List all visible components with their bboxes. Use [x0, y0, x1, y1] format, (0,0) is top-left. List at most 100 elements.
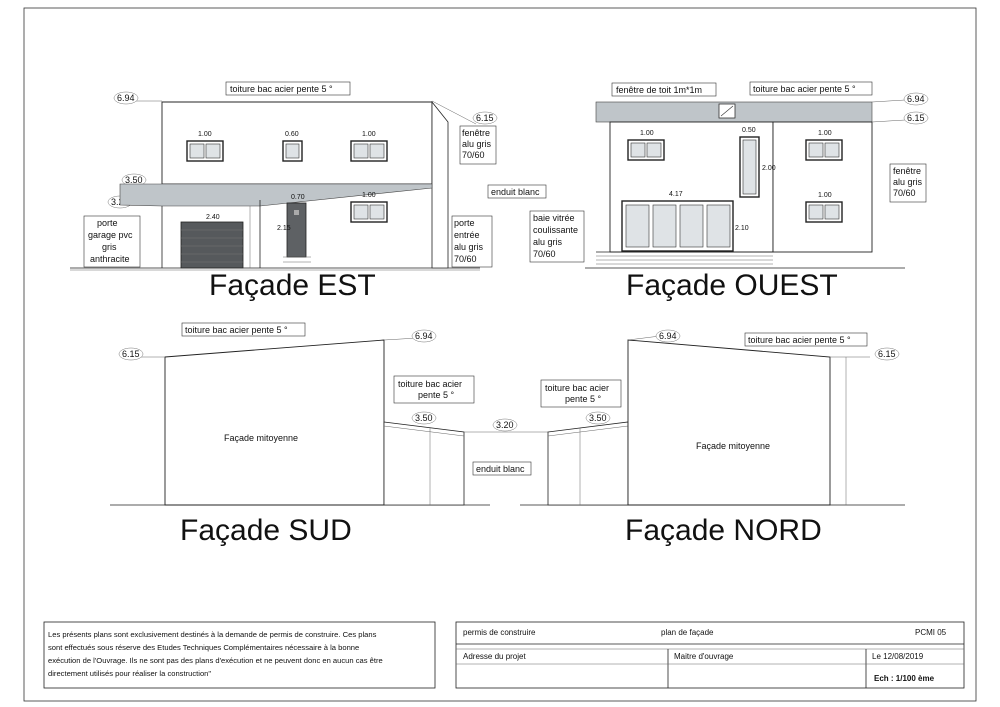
render-label-top: enduit blanc [491, 187, 540, 197]
facade-ouest: fenêtre de toit 1m*1m toiture bac acier … [529, 81, 929, 302]
est-door-label-2: entrée [454, 230, 480, 240]
est-garage-label-1: porte [97, 218, 118, 228]
svg-text:6.94: 6.94 [117, 93, 135, 103]
svg-text:3.50: 3.50 [589, 413, 607, 423]
svg-text:0.60: 0.60 [285, 131, 299, 138]
sud-title: Façade SUD [180, 514, 352, 547]
est-garage-door: 2.40 [180, 214, 244, 269]
facade-est: 6.94 6.15 3.50 3.20 toiture bac acier pe… [70, 81, 498, 302]
svg-text:3.50: 3.50 [125, 175, 143, 185]
svg-text:6.15: 6.15 [907, 113, 925, 123]
nord-party-wall-label: Façade mitoyenne [696, 441, 770, 451]
est-roof-label: toiture bac acier pente 5 ° [230, 84, 333, 94]
svg-text:6.15: 6.15 [878, 349, 896, 359]
est-garage-label-4: anthracite [90, 254, 130, 264]
owner-label: Maitre d'ouvrage [674, 652, 734, 661]
nord-level-615: 6.15 [874, 347, 900, 361]
svg-text:6.15: 6.15 [476, 113, 494, 123]
notice-line-1: Les présents plans sont exclusivement de… [48, 630, 377, 639]
sheet-border [23, 7, 977, 702]
sud-level-350: 3.50 [411, 411, 437, 425]
address-label: Adresse du projet [463, 652, 526, 661]
ouest-tall-window: 0.50 2.00 [739, 127, 776, 198]
notice-line-3: exécution de l'Ouvrage. Ils ne sont pas … [48, 656, 383, 665]
facade-sud: toiture bac acier pente 5 ° 6.15 6.94 to… [110, 322, 490, 547]
nord-roof-label: toiture bac acier pente 5 ° [748, 335, 851, 345]
ouest-bay-label-3: alu gris [533, 237, 563, 247]
ouest-title: Façade OUEST [626, 269, 838, 302]
svg-text:1.00: 1.00 [362, 131, 376, 138]
est-window-2: 0.60 [282, 131, 303, 162]
nord-level-694: 6.94 [655, 329, 681, 343]
permit-label: permis de construire [463, 628, 536, 637]
svg-text:2.00: 2.00 [762, 165, 776, 172]
notice-box: Les présents plans sont exclusivement de… [43, 621, 436, 689]
nord-level-350: 3.50 [585, 411, 611, 425]
est-door-label-1: porte [454, 218, 475, 228]
render-label-bottom: enduit blanc [476, 464, 525, 474]
sud-annex [383, 421, 465, 506]
est-door-label-3: alu gris [454, 242, 484, 252]
sud-level-694: 6.94 [411, 329, 437, 343]
est-level-694: 6.94 [113, 91, 139, 105]
plan-ref: PCMI 05 [915, 628, 947, 637]
est-entry-door: 0.70 2.15 [277, 194, 311, 263]
sud-split-label-1: toiture bac acier [398, 379, 462, 389]
ouest-bay-label-2: coulissante [533, 225, 578, 235]
sud-level-615: 6.15 [118, 347, 144, 361]
est-window-label-2: alu gris [462, 139, 492, 149]
title-block: permis de construire plan de façade PCMI… [455, 621, 965, 689]
plan-label: plan de façade [661, 628, 714, 637]
svg-text:6.94: 6.94 [415, 331, 433, 341]
scale-label: Ech : 1/100 ème [874, 674, 935, 683]
svg-text:2.15: 2.15 [277, 225, 291, 232]
est-window-1: 1.00 [186, 131, 224, 162]
nord-title: Façade NORD [625, 514, 822, 547]
sud-roof-label: toiture bac acier pente 5 ° [185, 325, 288, 335]
est-title: Façade EST [209, 269, 376, 302]
ouest-bay-label-1: baie vitrée [533, 213, 575, 223]
ouest-window-1: 1.00 [627, 130, 665, 161]
ouest-bay-window: 4.17 2.10 [621, 191, 749, 252]
est-window-label-3: 70/60 [462, 150, 485, 160]
date-label: Le 12/08/2019 [872, 652, 924, 661]
svg-text:1.00: 1.00 [818, 192, 832, 199]
ouest-roof-window-label: fenêtre de toit 1m*1m [616, 85, 702, 95]
svg-text:6.15: 6.15 [122, 349, 140, 359]
ouest-window-label-3: 70/60 [893, 188, 916, 198]
svg-text:6.94: 6.94 [907, 94, 925, 104]
svg-text:6.94: 6.94 [659, 331, 677, 341]
ouest-window-label-1: fenêtre [893, 166, 921, 176]
nord-party-wall [627, 339, 831, 506]
ouest-window-2: 1.00 [805, 130, 843, 161]
est-roof-step [431, 100, 449, 269]
svg-text:1.00: 1.00 [818, 130, 832, 137]
svg-text:2.10: 2.10 [735, 225, 749, 232]
sud-split-label-2: pente 5 ° [418, 390, 455, 400]
ouest-window-3: 1.00 [805, 192, 843, 223]
est-garage-label-2: garage pvc [88, 230, 133, 240]
ouest-level-694: 6.94 [903, 92, 929, 106]
svg-text:0.50: 0.50 [742, 127, 756, 134]
svg-text:1.00: 1.00 [640, 130, 654, 137]
notice-line-2: sont effectués sous réserve des Etudes T… [48, 643, 359, 652]
svg-text:1.00: 1.00 [362, 192, 376, 199]
sud-party-wall-label: Façade mitoyenne [224, 433, 298, 443]
nord-split-label-1: toiture bac acier [545, 383, 609, 393]
svg-text:0.70: 0.70 [291, 194, 305, 201]
est-window-4: 1.00 [350, 192, 388, 223]
nord-split-label-2: pente 5 ° [565, 394, 602, 404]
svg-text:4.17: 4.17 [669, 191, 683, 198]
est-garage-label-3: gris [102, 242, 117, 252]
facade-nord: 6.94 toiture bac acier pente 5 ° 6.15 to… [520, 329, 905, 547]
svg-text:3.20: 3.20 [496, 420, 514, 430]
ouest-bay-label-4: 70/60 [533, 249, 556, 259]
ouest-level-615: 6.15 [903, 111, 929, 125]
sud-party-wall [164, 339, 385, 506]
mid-level-320: 3.20 [492, 418, 518, 432]
ouest-roof-label: toiture bac acier pente 5 ° [753, 84, 856, 94]
est-window-3: 1.00 [350, 131, 388, 162]
est-window-label-1: fenêtre [462, 128, 490, 138]
est-door-label-4: 70/60 [454, 254, 477, 264]
